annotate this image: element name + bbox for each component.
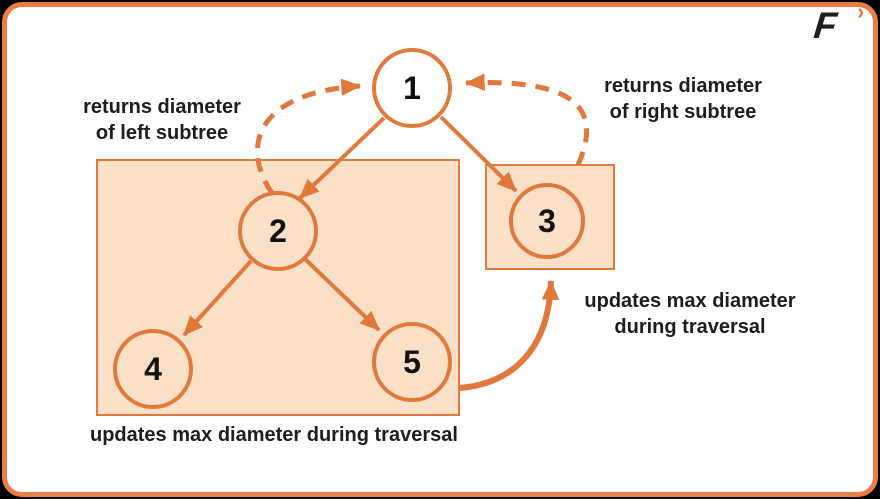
annotation-updates-max-diameter-side: updates max diameter during traversal xyxy=(566,288,814,340)
tree-node-1: 1 xyxy=(372,48,452,128)
annotation-line: returns diameter xyxy=(604,75,762,97)
logo-chevron-icon: › xyxy=(857,0,864,25)
annotation-line: returns diameter xyxy=(83,96,241,118)
curved-update-arrow xyxy=(458,279,560,391)
node-label: 5 xyxy=(403,343,421,380)
tree-node-2: 2 xyxy=(238,191,318,271)
dashed-return-right-arc xyxy=(464,73,590,167)
node-label: 1 xyxy=(403,69,421,106)
annotation-updates-max-diameter-bottom: updates max diameter during traversal xyxy=(90,424,458,446)
annotation-line: during traversal xyxy=(614,316,766,338)
annotation-line: of right subtree xyxy=(609,101,757,123)
logo-letter: F xyxy=(811,5,839,46)
node-label: 3 xyxy=(538,202,556,239)
annotation-line: of left subtree xyxy=(95,122,229,144)
tree-node-4: 4 xyxy=(113,329,193,409)
brand-logo: F › xyxy=(811,0,866,48)
node-label: 2 xyxy=(269,212,287,249)
annotation-line: updates max diameter xyxy=(584,290,796,312)
tree-node-5: 5 xyxy=(372,322,452,402)
node-label: 4 xyxy=(144,350,162,387)
annotation-returns-right-subtree: returns diameter of right subtree xyxy=(573,73,793,125)
annotation-returns-left-subtree: returns diameter of left subtree xyxy=(52,94,272,146)
tree-node-3: 3 xyxy=(509,183,585,259)
